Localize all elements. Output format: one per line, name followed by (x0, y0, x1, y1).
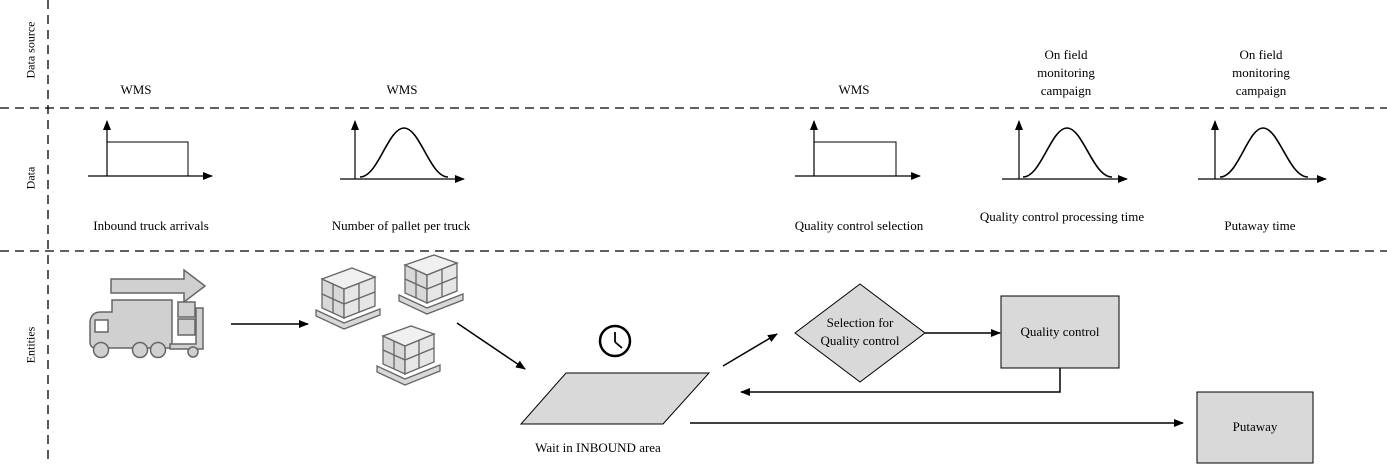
clock-icon (598, 324, 632, 358)
data-label-arrivals: Inbound truck arrivals (93, 218, 209, 233)
source-label-qc-processing: On field monitoring campaign (1037, 47, 1095, 98)
wait-inbound-area-shape (519, 372, 711, 425)
truck-arrival-icon (89, 268, 207, 359)
data-label-putaway: Putaway time (1224, 218, 1296, 233)
pallet-boxes-icon (376, 325, 441, 386)
putaway-box (1196, 391, 1314, 464)
source-label-arrivals: WMS (120, 82, 152, 97)
quality-control-box (1000, 295, 1120, 369)
uniform-distribution-chart-qc-selection (795, 120, 921, 180)
data-label-qc-selection: Quality control selection (794, 218, 924, 233)
pallet-boxes-icon (398, 254, 464, 315)
row-label-data: Data (23, 166, 38, 190)
selection-decision-shape (794, 283, 926, 383)
row-label-data-source: Data source (23, 21, 38, 79)
flow-arrow-wait-to-selection (722, 333, 778, 367)
normal-distribution-chart-pallets (340, 120, 465, 183)
data-label-qc-processing: Quality control processing time (979, 209, 1145, 224)
flow-arrow-pallets-to-wait (456, 322, 526, 370)
normal-distribution-chart-qc-processing (1002, 120, 1128, 183)
entity-label-putaway: Putaway (1232, 419, 1278, 434)
source-label-pallets: WMS (386, 82, 418, 97)
source-label-putaway: On field monitoring campaign (1232, 47, 1290, 98)
entity-label-selection: Selection for Quality control (820, 315, 900, 348)
uniform-distribution-chart-arrivals (88, 120, 213, 180)
entity-label-quality-control: Quality control (1020, 324, 1100, 339)
pallet-boxes-icon (315, 267, 381, 330)
data-label-pallets: Number of pallet per truck (331, 218, 471, 233)
source-label-qc-selection: WMS (838, 82, 870, 97)
flow-arrow-qc-return (740, 368, 1061, 396)
row-label-entities: Entities (23, 326, 38, 364)
normal-distribution-chart-putaway (1198, 120, 1327, 183)
entity-label-wait: Wait in INBOUND area (535, 440, 661, 455)
